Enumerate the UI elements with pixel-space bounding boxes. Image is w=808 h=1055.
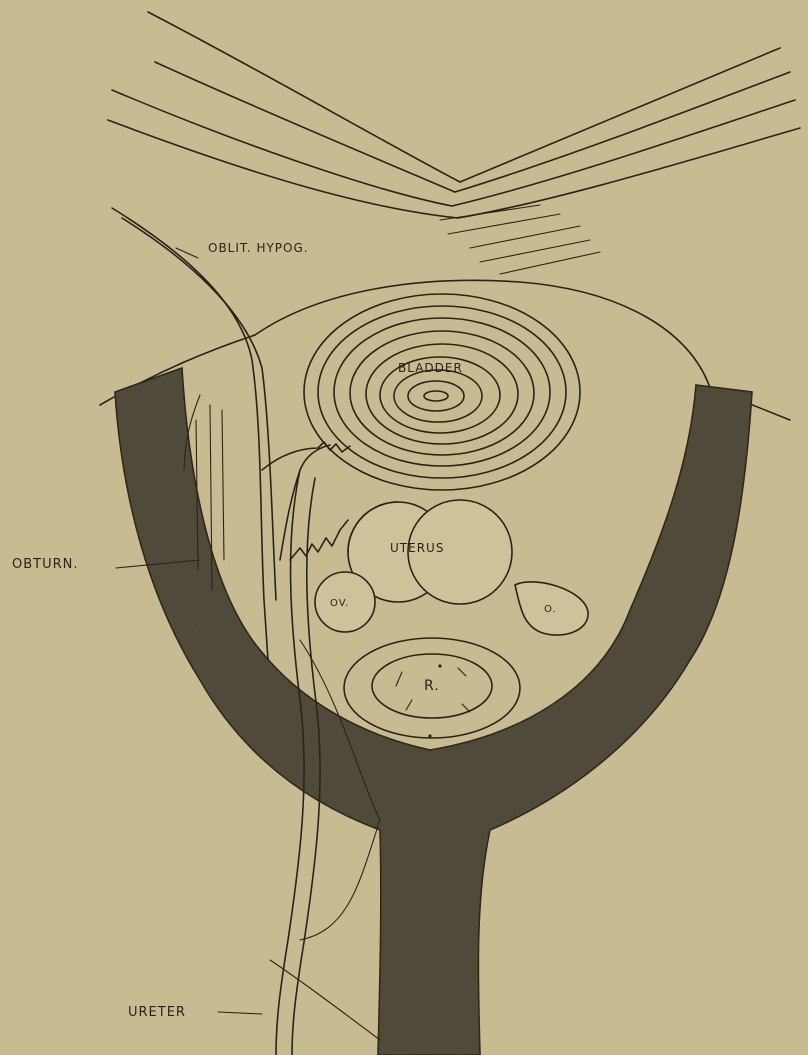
label-obturn: OBTURN.	[12, 557, 79, 572]
label-bladder: BLADDER	[398, 361, 463, 375]
label-rectum: R.	[424, 678, 440, 694]
label-ureter: URETER	[128, 1005, 186, 1020]
label-oblit-hypog: OBLIT. HYPOG.	[208, 241, 309, 255]
label-ovary-left: OV.	[330, 598, 349, 609]
label-ovary-right: O.	[544, 604, 557, 615]
label-uterus: UTERUS	[390, 541, 444, 555]
